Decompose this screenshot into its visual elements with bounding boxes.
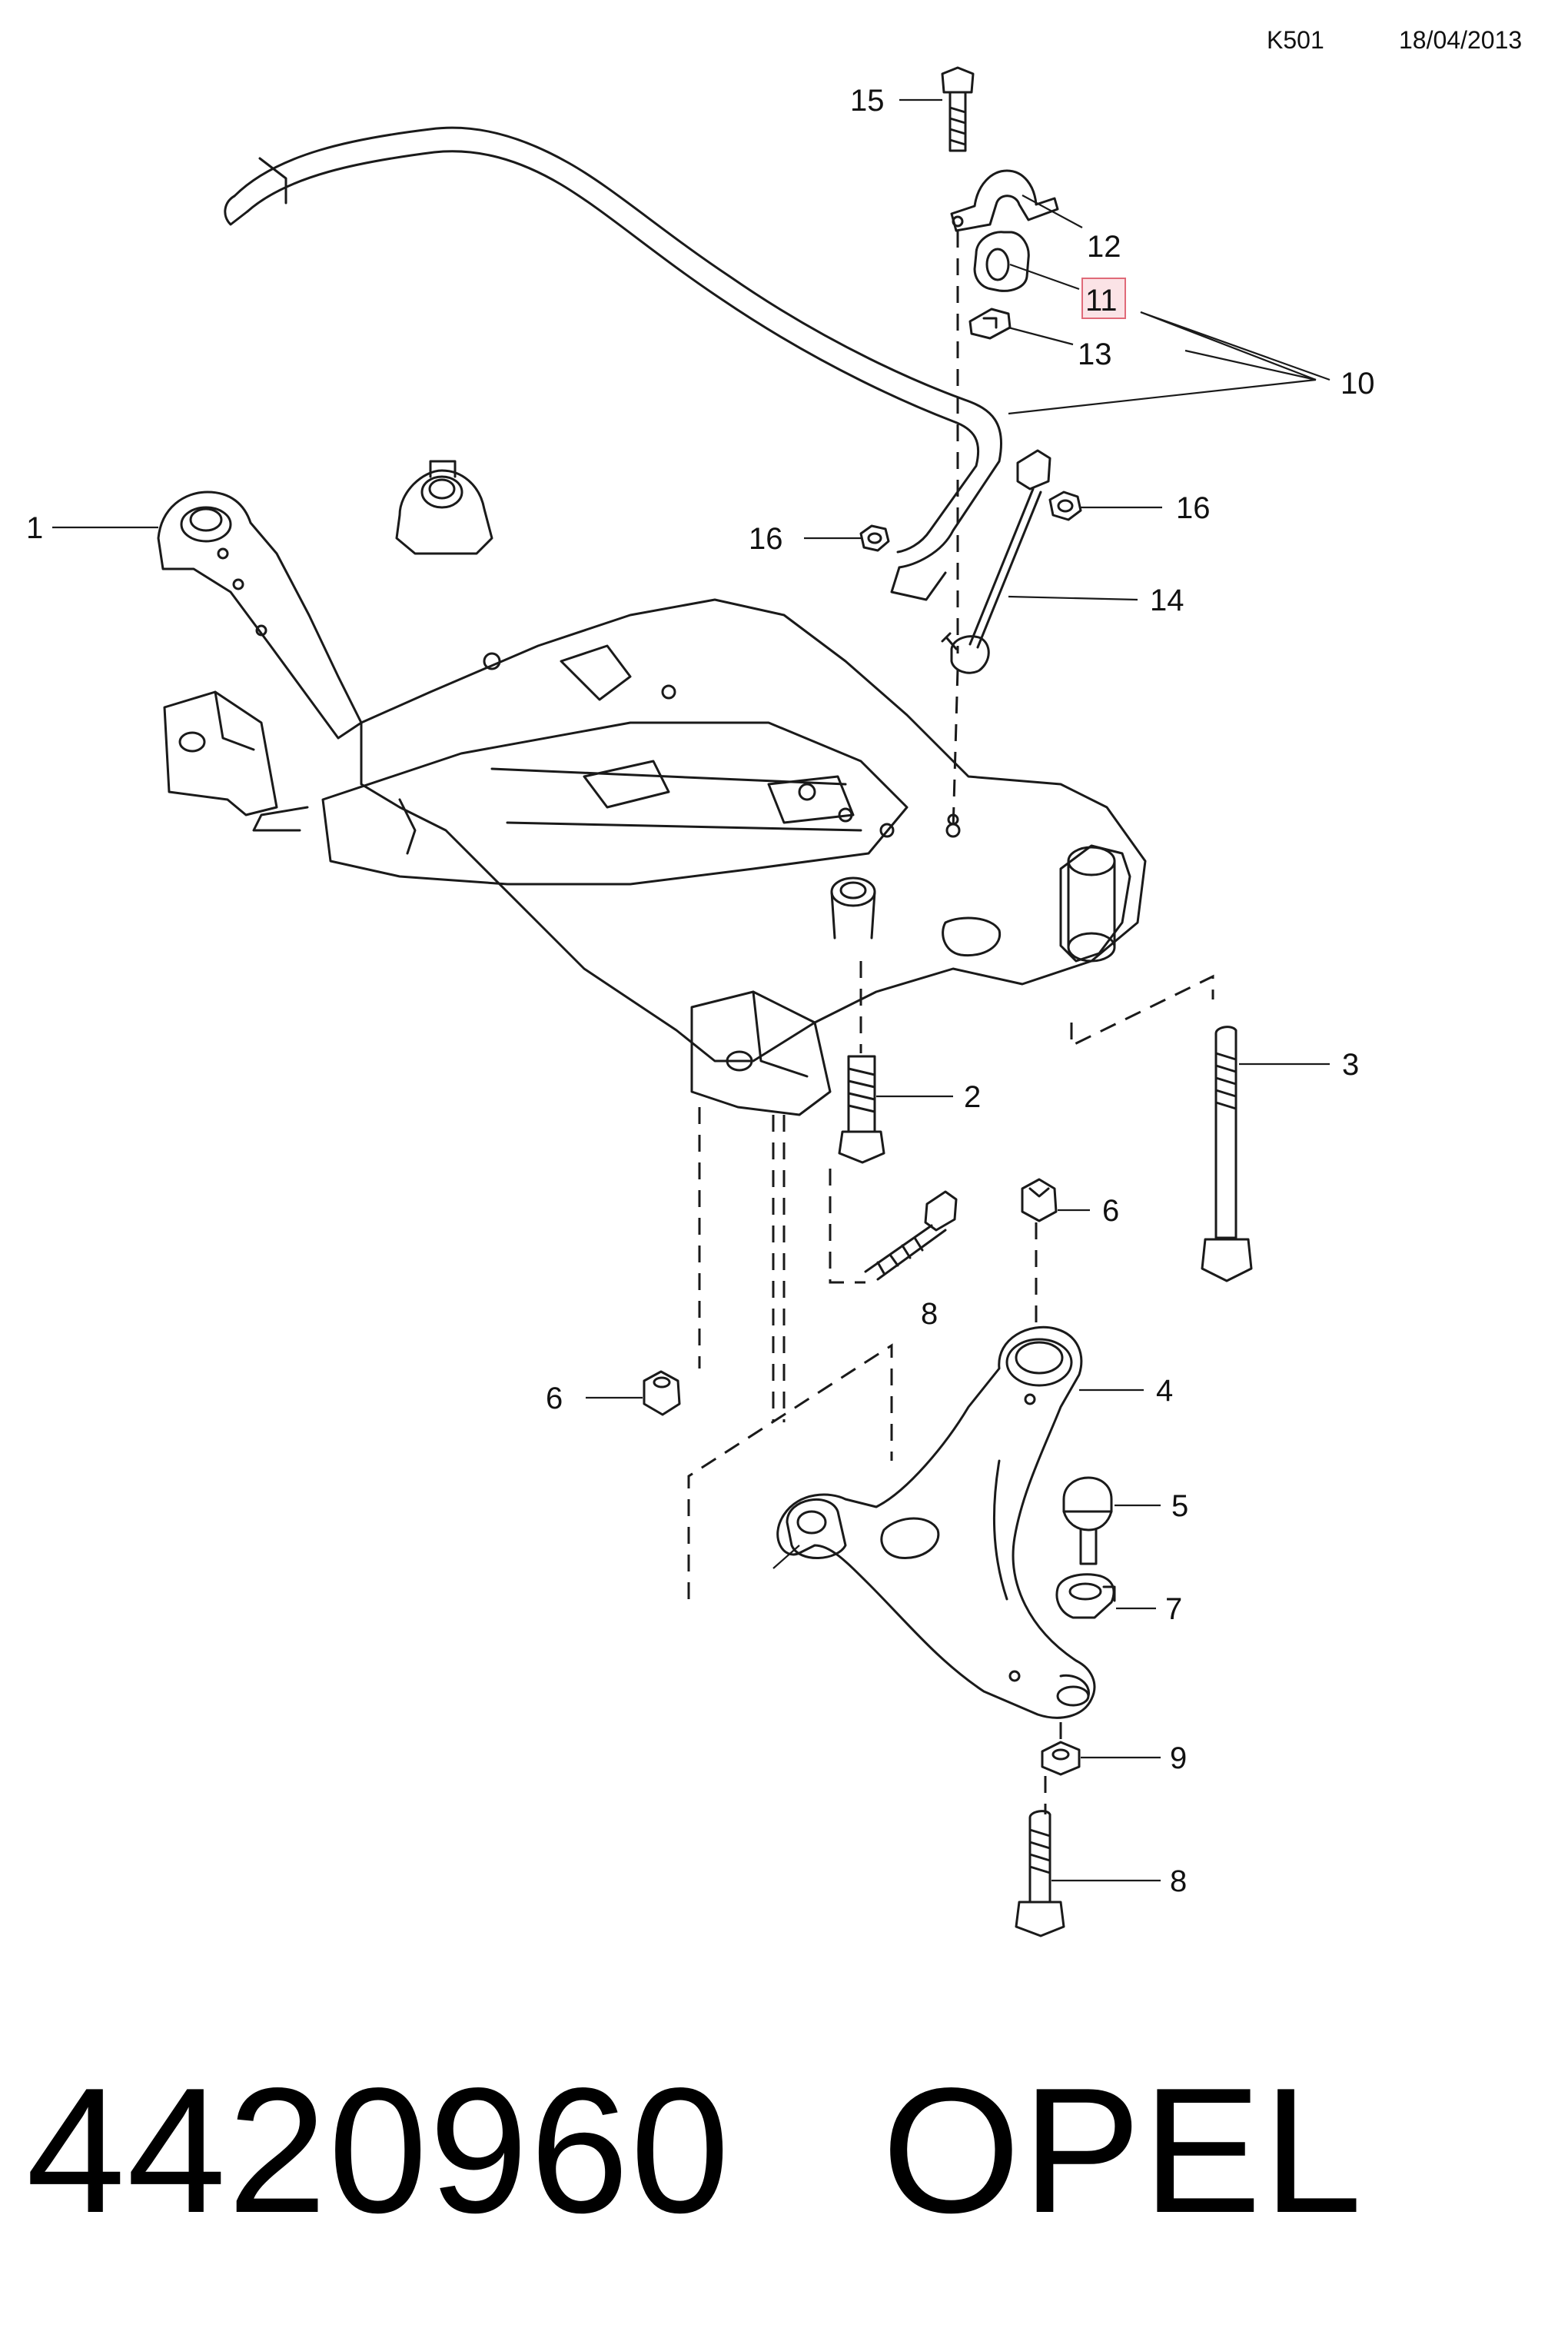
part-number-footer: 4420960 OPEL [26, 2051, 1364, 2251]
nut-16-left-drawing [859, 524, 890, 552]
callout-1: 1 [26, 511, 43, 545]
control-arm-4-drawing [776, 1325, 1096, 1719]
clamp-7-drawing [1055, 1573, 1116, 1619]
callout-6-upper: 6 [1102, 1194, 1119, 1228]
callout-5: 5 [1171, 1489, 1188, 1523]
clip-13-drawing [968, 308, 1012, 340]
callout-2: 2 [964, 1080, 981, 1114]
callout-10: 10 [1340, 367, 1375, 401]
nut-6-lower-drawing [643, 1370, 681, 1416]
bolt-15-drawing [941, 66, 975, 152]
nut-6-upper-drawing [1021, 1178, 1058, 1222]
bracket-12-drawing [950, 169, 1059, 232]
callout-6-lower: 6 [546, 1382, 563, 1415]
callout-8-lower: 8 [1170, 1864, 1187, 1898]
diagram-date: 18/04/2013 [1399, 26, 1523, 54]
bushing-11-drawing [973, 231, 1030, 292]
assembly-dash-lines [687, 231, 1214, 1814]
callout-11-highlight [1081, 278, 1126, 319]
bolt-2-drawing [838, 1055, 885, 1164]
front-subframe-drawing [157, 460, 1147, 1116]
bolt-8-lower-drawing [1015, 1810, 1065, 1937]
callout-15: 15 [850, 84, 885, 118]
leader-lines [52, 98, 1330, 1882]
callout-12: 12 [1087, 230, 1121, 264]
callout-7: 7 [1165, 1592, 1182, 1626]
stabilizer-bar-drawing [224, 126, 1003, 601]
callout-4: 4 [1156, 1374, 1173, 1408]
ball-joint-5-drawing [1062, 1476, 1113, 1565]
callout-11: 11 [1085, 284, 1118, 318]
diagram-code: K501 [1267, 26, 1324, 54]
callout-3: 3 [1342, 1048, 1359, 1082]
callout-16-left: 16 [749, 522, 783, 556]
callout-13: 13 [1078, 338, 1112, 371]
part-number: 4420960 [26, 2051, 732, 2250]
bolt-3-drawing [1201, 1026, 1253, 1282]
callout-16-right: 16 [1176, 491, 1211, 525]
callout-labels: 15 12 11 13 10 16 16 14 1 3 2 6 8 6 4 5 … [26, 84, 1375, 1898]
nut-16-right-drawing [1048, 491, 1082, 521]
callout-14: 14 [1150, 584, 1184, 617]
brand-name: OPEL [882, 2051, 1364, 2250]
callout-8-upper: 8 [921, 1297, 938, 1331]
nut-9-drawing [1041, 1741, 1081, 1776]
bolt-8-upper-drawing [864, 1190, 958, 1281]
callout-9: 9 [1170, 1741, 1187, 1775]
